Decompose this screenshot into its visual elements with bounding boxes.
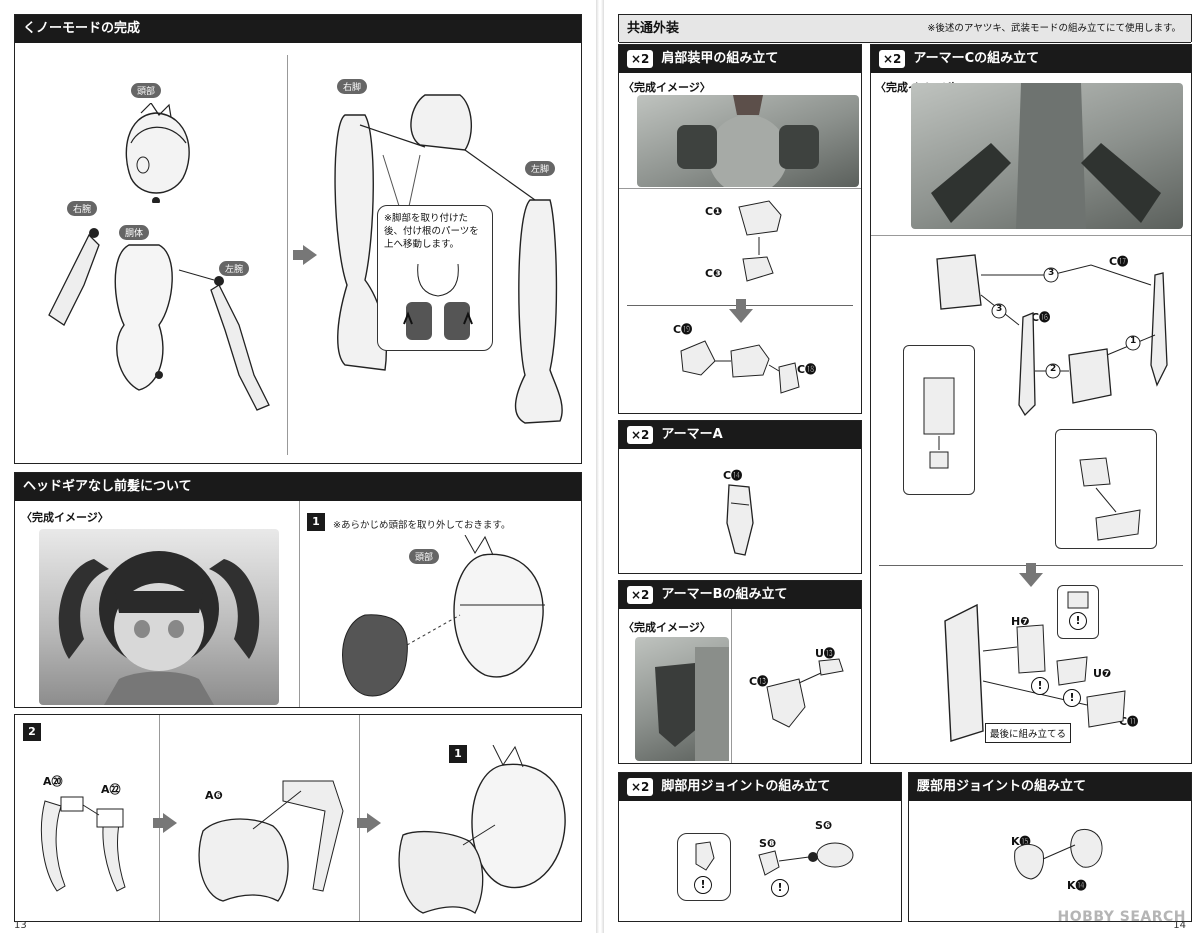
part-c16: C⓰ (1031, 311, 1051, 324)
waist-joint-sketch (1014, 828, 1103, 880)
step-arrow (153, 813, 177, 833)
section-step2: 2 A⑳ A㉒ A❻ 1 (14, 714, 582, 922)
part-u7: U❼ (1093, 667, 1112, 680)
last-assembly-badge: 最後に組み立てる (985, 723, 1072, 743)
completion-photo (39, 529, 279, 705)
step-arrow (1019, 563, 1043, 587)
part-a20: A⑳ (43, 775, 63, 788)
section-kunoichi-mode: くノーモードの完成 頭部 胴体 右腕 左腕 右脚 左脚 (14, 14, 582, 464)
label-torso: 胴体 (119, 225, 150, 240)
bangs-detach-sketch (342, 535, 545, 697)
page-number: 13 (14, 920, 27, 931)
page-gutter (596, 0, 604, 933)
warning-icon: ! (771, 879, 789, 897)
completion-photo (911, 83, 1183, 229)
body-sketch (48, 228, 270, 411)
callout-box: ! (677, 833, 731, 901)
step-arrow (729, 299, 753, 323)
label-left-leg: 左脚 (525, 161, 556, 176)
warning-icon: ! (1031, 677, 1049, 695)
part-a22: A㉒ (101, 783, 121, 796)
part-c19: C⓳ (673, 323, 693, 336)
section-header: くノーモードの完成 (15, 15, 581, 43)
step-num-1: 1 (1130, 336, 1137, 346)
callout-box (1055, 429, 1157, 549)
completion-photo (635, 637, 729, 761)
completion-photo (637, 95, 859, 195)
shoulder-assembled-sketch (680, 340, 800, 394)
page-number: 14 (1173, 920, 1186, 931)
part-c3: C❸ (705, 267, 723, 280)
label-right-leg: 右脚 (337, 79, 368, 94)
armor-c-parts-sketch (936, 254, 1168, 417)
bangs-parts-sketch (40, 796, 126, 892)
left-page: くノーモードの完成 頭部 胴体 右腕 左腕 右脚 左脚 (0, 0, 596, 933)
label-right-arm: 右腕 (67, 201, 98, 216)
section-common-armor: 共通外装 ※後述のアヤツキ、武装モードの組み立てにて使用します。 (618, 14, 1192, 43)
warning-icon: ! (694, 876, 712, 894)
step-num-2: 2 (1050, 364, 1057, 374)
leg-joint-sketch (758, 842, 854, 876)
part-c18: C⓲ (797, 363, 817, 376)
step-number: 2 (23, 723, 41, 741)
label-head: 頭部 (131, 83, 162, 98)
label-left-arm: 左腕 (219, 261, 250, 276)
part-k14: K⓮ (1067, 879, 1087, 892)
section-no-headgear-bangs: ヘッドギアなし前髪について 〈完成イメージ〉 1 ※あらかじめ頭部を取り外してお… (14, 472, 582, 708)
watermark: HOBBY SEARCH (1057, 909, 1186, 925)
step-num-3b: 3 (996, 304, 1003, 314)
part-h7: H❼ (1011, 615, 1030, 628)
image-label: 〈完成イメージ〉 (21, 511, 109, 524)
callout-box: ※脚部を取り付けた後、付け根のパーツを上へ移動します。 (377, 205, 493, 351)
bangs-assembled-sketch (198, 780, 344, 902)
shoulder-parts-sketch (738, 200, 782, 282)
legs-sketch (334, 94, 563, 424)
section-waist-joint: 腰部用ジョイントの組み立て K⓯ K⓮ (908, 772, 1192, 922)
step-number: 1 (307, 513, 325, 531)
callout-box: ! (1057, 585, 1099, 639)
armor-a-sketch (726, 484, 754, 556)
part-c13: C⓭ (749, 675, 769, 688)
part-c11: C⓫ (1119, 715, 1139, 728)
image-label: 〈完成イメージ〉 (623, 621, 711, 634)
armor-c-assembled-sketch (944, 603, 1126, 742)
warning-icon: ! (1063, 689, 1081, 707)
armor-b-sketch (766, 658, 844, 728)
header-note: ※後述のアヤツキ、武装モードの組み立てにて使用します。 (927, 23, 1181, 34)
step-arrow (293, 245, 317, 265)
step-note: ※あらかじめ頭部を取り外しておきます。 (333, 520, 511, 531)
label-head: 頭部 (409, 549, 440, 564)
warning-icon: ! (1069, 612, 1087, 630)
part-s8: S❽ (759, 837, 777, 850)
part-u13: U⓭ (815, 647, 835, 660)
step-num-3a: 3 (1048, 268, 1055, 278)
head-sketch (125, 103, 190, 203)
step-number: 1 (449, 745, 467, 763)
head-with-bangs-sketch (398, 745, 566, 914)
part-a6: A❻ (205, 789, 223, 802)
callout-box (903, 345, 975, 495)
callout-text: ※脚部を取り付けた後、付け根のパーツを上へ移動します。 (384, 213, 479, 250)
step-arrow (357, 813, 381, 833)
part-c17: C⓱ (1109, 255, 1129, 268)
part-c14: C⓮ (723, 469, 743, 482)
section-header: ヘッドギアなし前髪について (15, 473, 581, 501)
part-c1: C❶ (705, 205, 723, 218)
image-label: 〈完成イメージ〉 (623, 81, 711, 94)
section-header: 共通外装 ※後述のアヤツキ、武装モードの組み立てにて使用します。 (619, 15, 1191, 43)
part-s6: S❻ (815, 819, 833, 832)
section-header: 腰部用ジョイントの組み立て (909, 773, 1191, 801)
